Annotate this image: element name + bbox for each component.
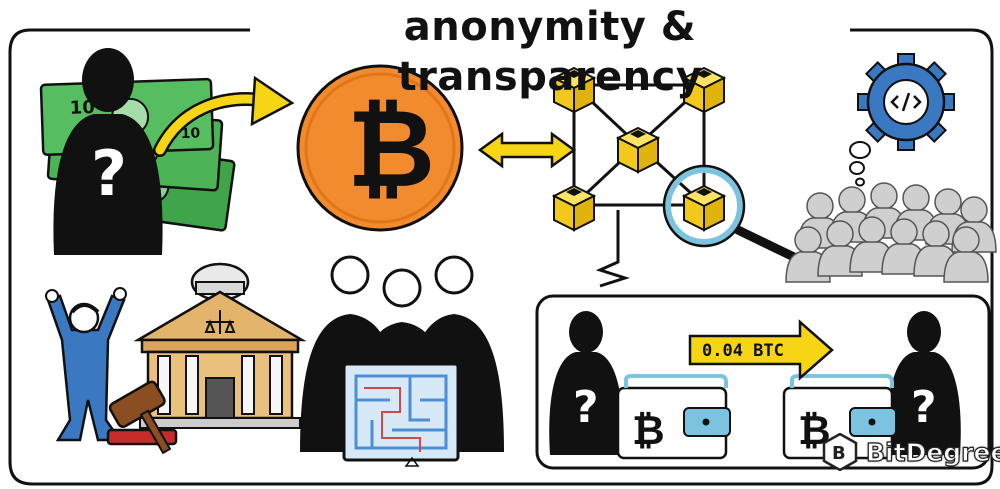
gear-code-icon — [857, 53, 955, 151]
page-title: anonymity & transparency — [250, 2, 850, 100]
receiver-person-icon: ? — [887, 311, 961, 455]
double-arrow-icon — [477, 131, 577, 169]
svg-text:?: ? — [573, 382, 599, 433]
curved-arrow-icon — [155, 94, 267, 155]
outer-frame — [8, 28, 994, 486]
bitcoin-symbol: ₿ — [347, 87, 435, 212]
courthouse-icon — [133, 262, 307, 429]
transfer-amount: 0.04 BTC — [702, 341, 784, 361]
brand-name: BitDegree — [865, 437, 1000, 467]
gavel-icon — [106, 380, 178, 455]
transaction-panel — [535, 294, 991, 470]
magnifier-icon — [662, 164, 805, 265]
svg-text:₿: ₿ — [632, 408, 665, 454]
anonymous-person-top-left: ? — [53, 48, 163, 255]
bitdegree-watermark: B BitDegree — [822, 432, 1000, 472]
svg-text:10: 10 — [69, 97, 95, 119]
bitdegree-logo-icon: B — [822, 433, 858, 471]
wallet-icon-sender: ₿ — [616, 374, 731, 460]
maze-icon — [342, 362, 460, 467]
wallet-icon-receiver: ₿ — [782, 374, 897, 460]
transfer-arrow-icon: 0.04 BTC — [688, 319, 834, 381]
thought-bubble-icon — [849, 141, 871, 187]
sender-person-icon: ? — [549, 311, 623, 455]
svg-text:10: 10 — [180, 125, 200, 142]
bitcoin-coin-icon: ₿ — [296, 64, 464, 232]
blockchain-network-icon — [553, 67, 725, 288]
crowd-icon — [785, 182, 997, 283]
svg-text:?: ? — [911, 382, 937, 433]
question-mark: ? — [91, 137, 127, 210]
svg-text:B: B — [832, 443, 846, 464]
